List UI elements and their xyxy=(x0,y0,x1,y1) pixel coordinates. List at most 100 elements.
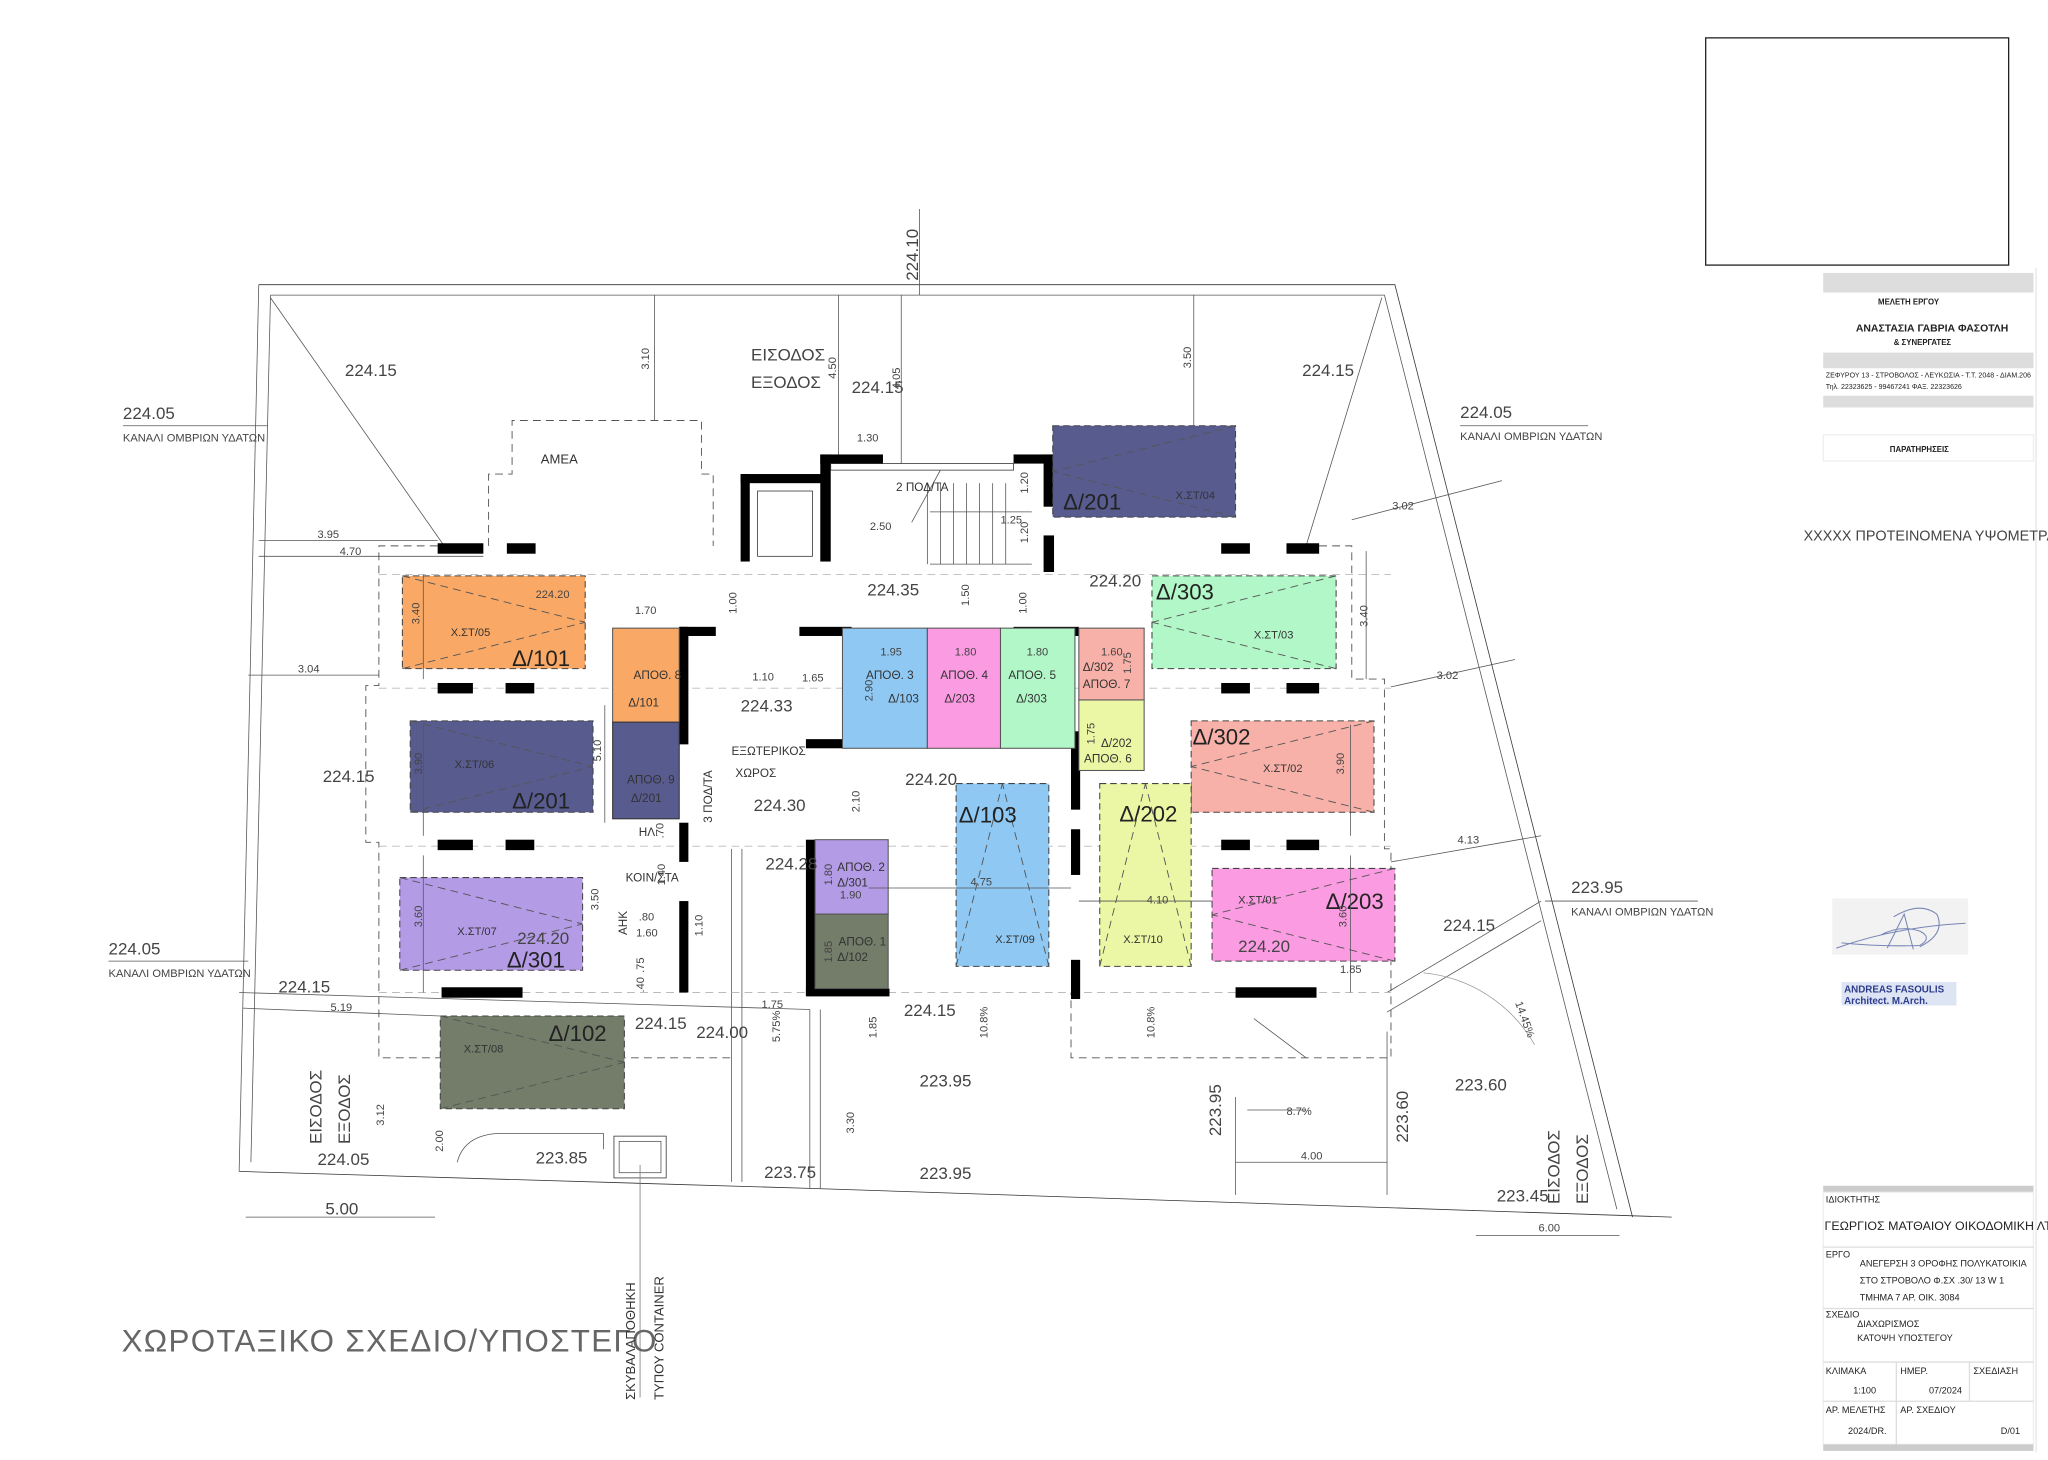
parking-guide-line xyxy=(399,877,583,925)
space-label: ΧΩΡΟΣ xyxy=(735,767,776,780)
scale-value: 1:100 xyxy=(1853,1385,1876,1395)
level-label: 223.75 xyxy=(764,1163,816,1182)
dimension-label: 3.40 xyxy=(410,603,422,625)
level-label: 223.85 xyxy=(536,1149,588,1168)
storage-room[interactable]: ΑΠΟΘ. 3 Δ/103 xyxy=(841,627,928,749)
dimension-label: 1.20 xyxy=(1019,522,1031,544)
parking-code: Χ.ΣΤ/05 xyxy=(451,627,491,639)
storage-room[interactable]: Δ/302 ΑΠΟΘ. 7 xyxy=(1078,627,1145,701)
parking-space[interactable]: Χ.ΣΤ/04 Δ/201 xyxy=(1052,425,1237,518)
storage-unit: Δ/201 xyxy=(631,792,662,805)
storage-unit: Δ/103 xyxy=(888,693,919,706)
entrance-label: ΕΙΣΟΔΟΣ xyxy=(306,1070,325,1144)
study-label: ΜΕΛΕΤΗ ΕΡΓΟΥ xyxy=(1878,297,1940,306)
drawing-line: ΚΑΤΟΨΗ ΥΠΟΣΤΕΓΟΥ xyxy=(1857,1333,1953,1343)
parking-space[interactable]: Χ.ΣΤ/10 Δ/202 xyxy=(1099,783,1192,967)
storage-room[interactable]: ΑΠΟΘ. 1 Δ/102 xyxy=(814,913,889,990)
parking-code: Χ.ΣΤ/09 xyxy=(995,934,1035,946)
parking-guide-line xyxy=(440,1061,625,1110)
signature xyxy=(1832,898,1969,955)
parking-guide-line xyxy=(1211,914,1395,962)
parking-guide-line xyxy=(402,575,586,623)
storage-room[interactable]: ΑΠΟΘ. 9 Δ/201 xyxy=(612,721,680,820)
dimension-label: 1.10 xyxy=(752,671,774,683)
dimension-label: 1.65 xyxy=(802,673,824,685)
slope-label: 10.8% xyxy=(978,1007,990,1039)
drain-label: ΚΑΝΑΛΙ ΟΜΒΡΙΩΝ ΥΔΑΤΩΝ xyxy=(1571,906,1713,918)
parking-guide-line xyxy=(1151,575,1337,623)
storage-room[interactable]: ΑΠΟΘ. 2 Δ/301 xyxy=(814,839,889,915)
title-block: ΜΕΛΕΤΗ ΕΡΓΟΥ ΑΝΑΣΤΑΣΙΑ ΓΑΒΡΙΑ ΦΑΣΟΤΛΗ & … xyxy=(1705,37,2048,1453)
project-line: ΣΤΟ ΣΤΡΟΒΟΛΟ Φ.ΣΧ .30/ 13 W 1 xyxy=(1860,1276,2004,1286)
parking-spaces: Χ.ΣΤ/05 224.20 Δ/101 Χ.ΣΤ/06 Δ/201 Χ.ΣΤ/… xyxy=(399,425,1396,1110)
parking-space[interactable]: Χ.ΣΤ/08 Δ/102 xyxy=(439,1015,625,1110)
parking-guide-line xyxy=(440,1015,625,1063)
level-label: 223.45 xyxy=(1497,1186,1549,1205)
parking-fill xyxy=(409,720,594,813)
storage-name: ΑΠΟΘ. 3 xyxy=(866,669,914,682)
level-label: 224.30 xyxy=(754,796,806,815)
exit-label: ΕΞΟΔΟΣ xyxy=(751,373,821,392)
dimension-label: 1.25 xyxy=(1000,515,1022,527)
storage-unit: Δ/301 xyxy=(837,877,868,890)
storage-room[interactable]: ΑΠΟΘ. 8 Δ/101 xyxy=(612,627,682,723)
parking-code: Χ.ΣΤ/01 xyxy=(1238,895,1278,907)
entrance-label: ΕΙΣΟΔΟΣ xyxy=(751,345,825,364)
dimension-label: 1.10 xyxy=(694,915,706,937)
parking-space[interactable]: Χ.ΣΤ/01 224.20 Δ/203 xyxy=(1211,867,1396,962)
project-line: ΤΜΗΜΑ 7 ΑΡ. ΟΙΚ. 3084 xyxy=(1860,1293,1960,1303)
storage-room[interactable]: ΑΠΟΘ. 5 Δ/303 xyxy=(999,627,1076,749)
parking-guide-line xyxy=(1151,621,1337,670)
level-label: 223.95 xyxy=(1571,878,1623,897)
dimension-label: 3.50 xyxy=(1182,347,1194,369)
parking-space[interactable]: Χ.ΣΤ/03 Δ/303 xyxy=(1151,575,1337,670)
level-label: 223.95 xyxy=(920,1072,972,1091)
level-marks: 224.10 224.15 224.15 224.15 224.05 224.0… xyxy=(109,229,1624,1206)
stamp-name: ANDREAS FASOULIS xyxy=(1844,984,1944,995)
dimension-label: 1.70 xyxy=(635,605,657,617)
dimension-label: 3.30 xyxy=(845,1112,857,1134)
dimension-label: 1.20 xyxy=(1019,472,1031,494)
parking-fill xyxy=(401,575,586,670)
level-label: 224.20 xyxy=(905,770,957,789)
dimension-label: .70 xyxy=(655,823,667,838)
stair xyxy=(911,469,1032,565)
parking-space[interactable]: Χ.ΣΤ/07 224.20 Δ/301 xyxy=(399,877,584,973)
exit-label: ΕΞΟΔΟΣ xyxy=(1573,1134,1592,1204)
dimension-label: .75 xyxy=(635,957,647,972)
project-line: ΑΝΕΓΕΡΣΗ 3 ΟΡΟΦΗΣ ΠΟΛΥΚΑΤΟΙΚΙΑ xyxy=(1860,1259,2028,1269)
dimension-label: 1.00 xyxy=(728,592,740,614)
parking-guide-line xyxy=(1099,783,1146,967)
level-label: 224.05 xyxy=(318,1150,370,1169)
amea-label: ΑΜΕΑ xyxy=(541,452,578,467)
dimension-label: 1.75 xyxy=(1086,723,1098,745)
parking-space[interactable]: Χ.ΣΤ/06 Δ/201 xyxy=(409,720,594,813)
storage-name: ΑΠΟΘ. 1 xyxy=(839,935,887,948)
slope-label: 14.45% xyxy=(1512,1000,1536,1040)
dimension-label: 1.85 xyxy=(867,1017,879,1039)
parking-space[interactable]: Χ.ΣΤ/02 Δ/302 xyxy=(1190,720,1375,813)
parking-space[interactable]: Χ.ΣΤ/05 224.20 Δ/101 xyxy=(401,575,586,671)
dimension-label: 1.40 xyxy=(656,864,668,886)
parking-space[interactable]: Χ.ΣΤ/09 Δ/103 xyxy=(955,783,1050,967)
dimension-label: .80 xyxy=(639,912,654,924)
architect-name: ΑΝΑΣΤΑΣΙΑ ΓΑΒΡΙΑ ΦΑΣΟΤΛΗ xyxy=(1856,324,2008,335)
level-label: 224.20 xyxy=(1089,571,1141,590)
dimension-label: 1.80 xyxy=(823,864,835,886)
storage-room[interactable]: Δ/202 ΑΠΟΘ. 6 xyxy=(1078,699,1145,772)
scale-label: ΚΛΙΜΑΚΑ xyxy=(1826,1366,1867,1376)
storage-name: ΑΠΟΘ. 4 xyxy=(940,669,988,682)
dimension-label: 1.95 xyxy=(880,647,902,659)
parking-unit: Δ/201 xyxy=(1063,489,1121,514)
electric-room-label: ΗΛ. xyxy=(639,826,659,839)
date-label: ΗΜΕΡ. xyxy=(1900,1366,1928,1376)
dimension-label: 4.70 xyxy=(340,546,362,558)
level-label: 223.95 xyxy=(920,1164,972,1183)
storage-unit: Δ/303 xyxy=(1016,693,1047,706)
parking-fill xyxy=(399,877,584,971)
dimension-label: 6.00 xyxy=(1539,1222,1561,1234)
address: ΖΕΦΥΡΟΥ 13 - ΣΤΡΟΒΟΛΟΣ - ΛΕΥΚΩΣΙΑ - Τ.Τ.… xyxy=(1826,372,2031,379)
dimension-label: 3.02 xyxy=(1437,670,1459,682)
dimension-label: 4.50 xyxy=(827,357,839,379)
